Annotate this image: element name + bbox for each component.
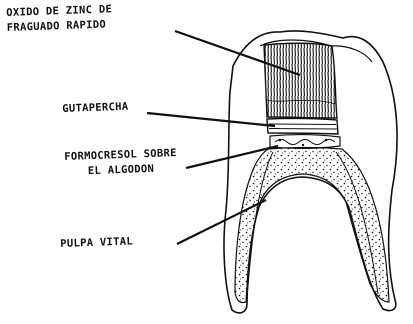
formocresol-cotton	[270, 135, 340, 149]
zinc-oxide-label: OXIDO DE ZINC DE FRAGUADO RAPIDO	[6, 2, 113, 36]
formocresol-label: FORMOCRESOL SOBRE EL ALGODON	[64, 146, 178, 180]
gutta-percha-layer	[267, 118, 338, 134]
vital-pulp-label: PULPA VITAL	[60, 234, 133, 252]
gutta-percha-label: GUTAPERCHA	[62, 100, 129, 117]
zinc-oxide-filling	[264, 43, 337, 118]
